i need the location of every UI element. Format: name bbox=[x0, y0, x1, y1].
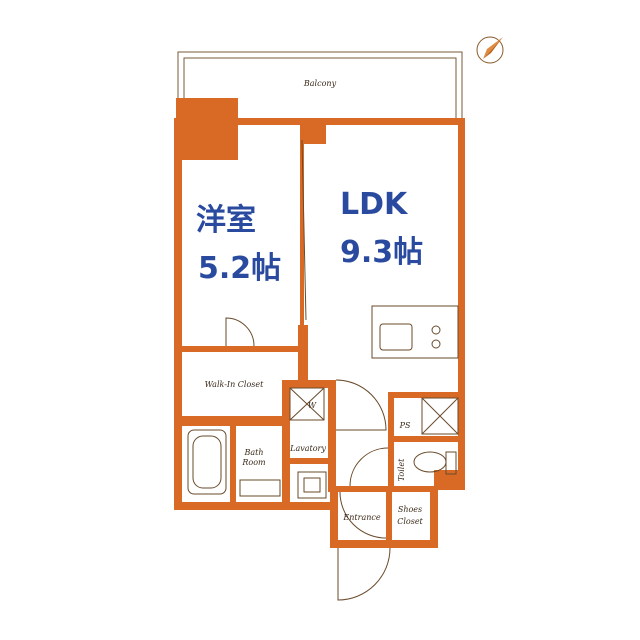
fixtures bbox=[187, 139, 459, 601]
ldk-size: 9.3帖 bbox=[340, 235, 423, 270]
western-room-name: 洋室 bbox=[196, 203, 256, 238]
room-labels: 洋室 5.2帖 LDK 9.3帖 Walk-In Closet Bath Roo… bbox=[196, 187, 424, 526]
lavatory-label: Lavatory bbox=[289, 444, 326, 453]
bath-label-2: Room bbox=[241, 458, 266, 467]
shoes-label-1: Shoes bbox=[398, 505, 422, 514]
north-arrow-icon bbox=[476, 36, 504, 64]
w-label: W bbox=[308, 401, 317, 410]
walk-in-closet-label: Walk-In Closet bbox=[205, 380, 264, 389]
toilet-label: Toilet bbox=[397, 458, 406, 481]
ps-label: PS bbox=[399, 421, 411, 430]
shoes-label-2: Closet bbox=[397, 517, 423, 526]
balcony-area: Balcony bbox=[177, 51, 463, 120]
walls bbox=[174, 98, 465, 548]
balcony-label: Balcony bbox=[303, 79, 337, 88]
western-room-size: 5.2帖 bbox=[198, 251, 281, 286]
entrance-label: Entrance bbox=[342, 513, 380, 522]
ldk-name: LDK bbox=[340, 187, 409, 222]
bath-label-1: Bath bbox=[243, 448, 263, 457]
